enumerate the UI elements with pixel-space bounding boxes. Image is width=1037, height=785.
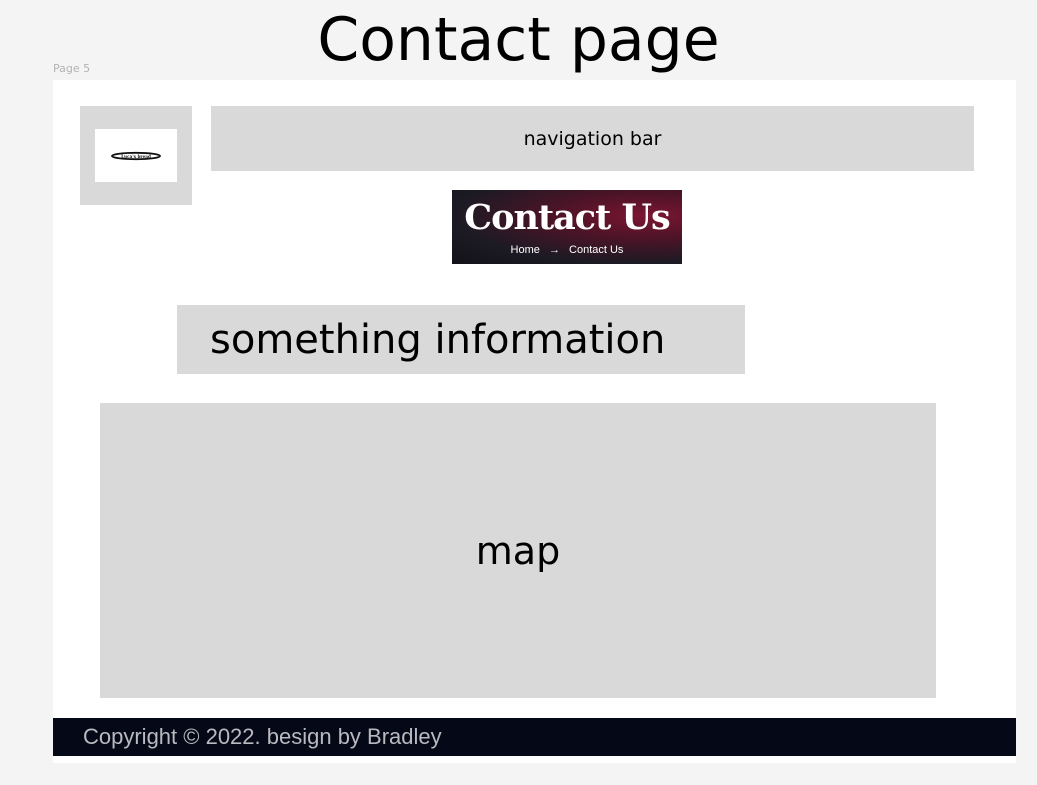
- copyright-text: Copyright © 2022. besign by Bradley: [83, 724, 442, 749]
- logo-placeholder[interactable]: Luca's bread: [80, 106, 192, 205]
- page-frame: Luca's bread navigation bar Contact Us H…: [53, 80, 1016, 763]
- navigation-bar[interactable]: navigation bar: [211, 106, 974, 171]
- breadcrumb-current: Contact Us: [569, 244, 624, 256]
- hero-title: Contact Us: [464, 197, 670, 238]
- logo[interactable]: Luca's bread: [95, 129, 177, 182]
- information-label: something information: [210, 316, 666, 363]
- navigation-bar-label: navigation bar: [523, 127, 662, 150]
- breadcrumb: Home → Contact Us: [452, 243, 682, 257]
- footer: Copyright © 2022. besign by Bradley: [53, 718, 1016, 756]
- logo-text: Luca's bread: [121, 153, 151, 158]
- map-label: map: [475, 528, 561, 573]
- page-label: Page 5: [53, 62, 91, 75]
- map-placeholder[interactable]: map: [100, 403, 936, 698]
- information-section: something information: [177, 305, 745, 374]
- contact-hero-banner: Contact Us Home → Contact Us: [452, 190, 682, 264]
- canvas-title: Contact page: [317, 5, 720, 75]
- arrow-right-icon: →: [548, 244, 560, 256]
- breadcrumb-home-link[interactable]: Home: [510, 244, 540, 256]
- logo-icon: Luca's bread: [111, 151, 161, 160]
